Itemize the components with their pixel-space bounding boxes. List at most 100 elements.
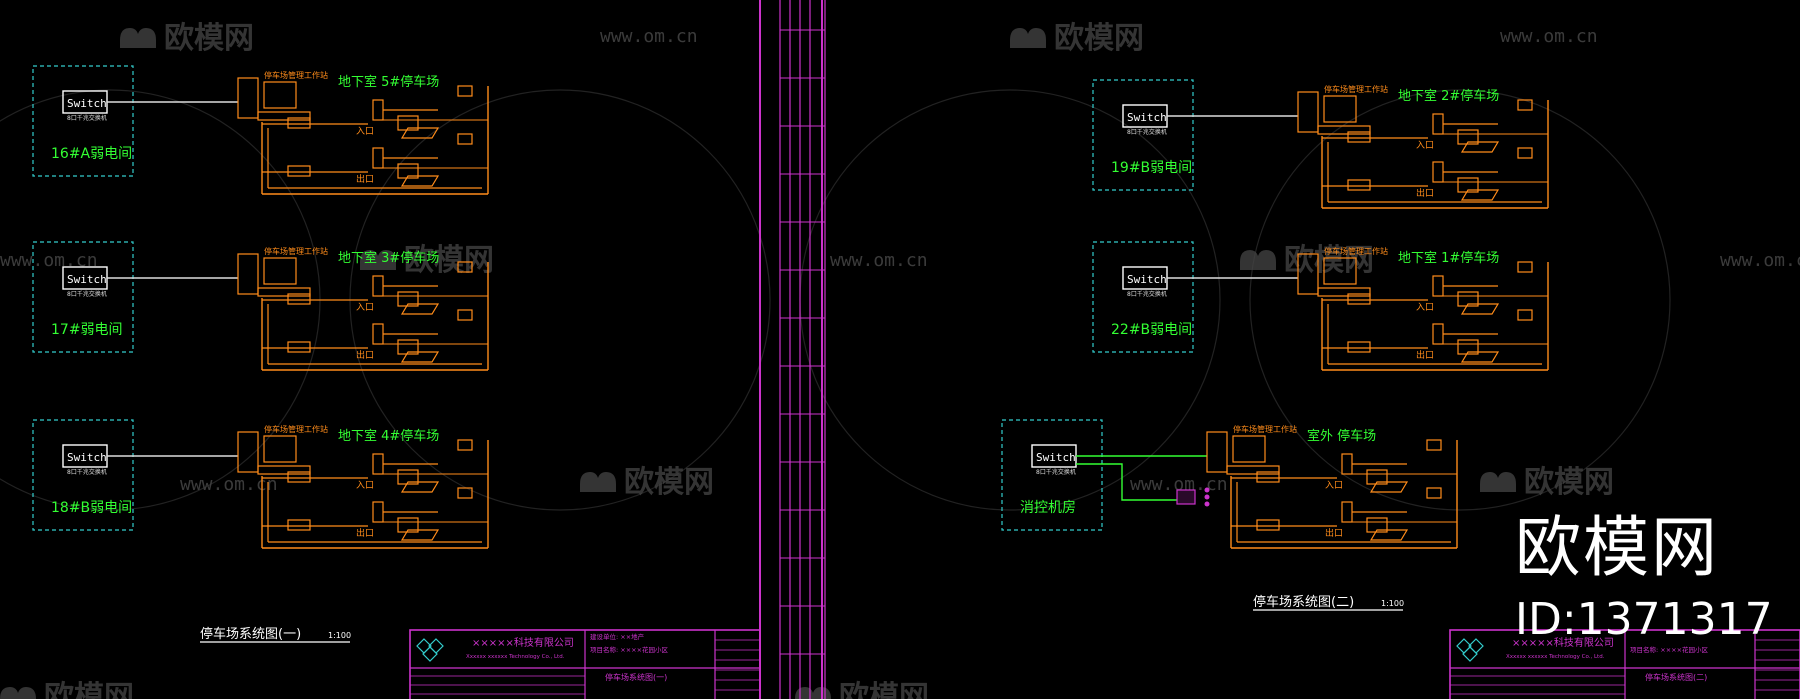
sheet2-row-0: Switch8口千兆交换机19#B弱电间停车场管理工作站地下室 2#停车场入口出… [1092,79,1549,209]
watermark-url: www.om.cn [830,250,928,271]
lot-title: 地下室 2#停车场 [1398,88,1499,104]
watermark-sofa-icon [580,472,616,492]
workstation-label: 停车场管理工作站 [264,70,328,80]
lot-title: 地下室 4#停车场 [338,428,439,444]
switch-label: Switch [67,451,107,464]
workstation-keyboard [257,287,311,297]
loop-detector [400,303,440,315]
camera-icon [457,309,473,321]
ticket-machine [1457,291,1479,307]
switch-label: Switch [67,97,107,110]
title-blocks: 停车场系统图(一)1:100停车场系统图(二)1:100×××××科技有限公司X… [200,594,1800,699]
drawing-name: 停车场系统图(二) [1645,672,1707,682]
watermark-url: www.om.cn [600,26,698,47]
switch-sub-label: 8口千兆交换机 [1036,468,1076,476]
camera-icon [1517,261,1533,273]
room-label: 19#B弱电间 [1111,160,1192,176]
watermark-logo: 欧模网 [1010,21,1144,56]
drawing-name: 停车场系统图(一) [605,672,667,682]
system-rows: Switch8口千兆交换机16#A弱电间停车场管理工作站地下室 5#停车场入口出… [32,65,1549,549]
barrier-post [1432,161,1444,183]
ticket-machine [397,163,419,179]
watermark-logo: 欧模网 [795,680,929,699]
workstation-label: 停车场管理工作站 [1324,246,1388,256]
lane-label: 出口 [1416,187,1434,199]
workstation-monitor [263,435,297,463]
weak-current-room-box [32,419,134,531]
sheet2-row-2: Switch8口千兆交换机消控机房停车场管理工作站室外 停车场入口出口 [1001,419,1458,549]
watermark-url: www.om.cn [0,250,98,271]
lane-label: 出口 [356,173,374,185]
workstation-tower [1297,91,1319,133]
camera-icon [457,487,473,499]
lot-title: 地下室 1#停车场 [1398,250,1499,266]
workstation-monitor [1232,435,1266,463]
sheet1-row-0: Switch8口千兆交换机16#A弱电间停车场管理工作站地下室 5#停车场入口出… [32,65,489,195]
sheet-frames [759,0,826,699]
workstation-monitor [263,81,297,109]
workstation-label: 停车场管理工作站 [264,246,328,256]
workstation-label: 停车场管理工作站 [1233,424,1297,434]
lot-title: 地下室 5#停车场 [338,74,439,90]
fire-output-dot [1204,487,1210,493]
watermark-sofa-icon [1240,250,1276,270]
loop-detector [1369,529,1409,541]
sheet2-title: 停车场系统图(二) [1253,594,1354,610]
workstation-tower [237,431,259,473]
ticket-machine [1457,177,1479,193]
sheet1-row-1: Switch8口千兆交换机17#弱电间停车场管理工作站地下室 3#停车场入口出口 [32,241,489,371]
lane-controller [287,471,311,483]
lane-label: 出口 [356,349,374,361]
ticket-machine [1457,129,1479,145]
sheet1-row-2: Switch8口千兆交换机18#B弱电间停车场管理工作站地下室 4#停车场入口出… [32,419,489,549]
switch-sub-label: 8口千兆交换机 [67,114,107,122]
barrier-post [1432,275,1444,297]
watermark-url: www.om.cn [180,474,278,495]
loop-detector [1460,189,1500,201]
ticket-machine [397,291,419,307]
fire-output-dot [1204,501,1210,507]
watermark-sofa-icon [1480,472,1516,492]
lot-title: 地下室 3#停车场 [338,250,439,266]
barrier-post [372,275,384,297]
workstation-label: 停车场管理工作站 [1324,84,1388,94]
camera-icon [1517,309,1533,321]
watermark-logo: 欧模网 [580,465,714,500]
switch-sub-label: 8口千兆交换机 [1127,290,1167,298]
camera-icon [457,85,473,97]
workstation-tower [237,77,259,119]
project-owner: 建设单位: ××地产 [590,632,645,641]
barrier-post [372,501,384,523]
weak-current-room-box [1001,419,1103,531]
barrier-post [1341,453,1353,475]
switch-sub-label: 8口千兆交换机 [67,290,107,298]
workstation-keyboard [257,465,311,475]
watermark-brand: 欧模网 [404,243,494,278]
watermark-url: www.om.cn [1500,26,1598,47]
lane-controller [1347,179,1371,191]
loop-detector [400,351,440,363]
lane-label: 入口 [356,480,374,491]
company-name-en: Xxxxxx xxxxxx Technology Co., Ltd. [466,654,565,660]
lane-label: 出口 [1416,349,1434,361]
loop-detector [1460,303,1500,315]
watermark-arc [799,89,1221,511]
lane-controller [287,519,311,531]
lane-controller [1347,131,1371,143]
room-label: 消控机房 [1020,500,1076,516]
lane-label: 出口 [1325,527,1343,539]
room-label: 22#B弱电间 [1111,322,1192,338]
project-name: 项目名称: ××××花园小区 [590,645,669,654]
ticket-machine [397,469,419,485]
watermark-url: www.om.cn [1130,474,1228,495]
watermark-sofa-icon [0,687,36,699]
lane-controller [1256,519,1280,531]
sheet1-scale: 1:100 [328,631,351,640]
lane-controller [287,165,311,177]
sheet2-scale: 1:100 [1381,599,1404,608]
workstation-keyboard [257,111,311,121]
watermark-sofa-icon [120,28,156,48]
watermark-logo: 欧模网 [1480,465,1614,500]
ticket-machine [1457,339,1479,355]
